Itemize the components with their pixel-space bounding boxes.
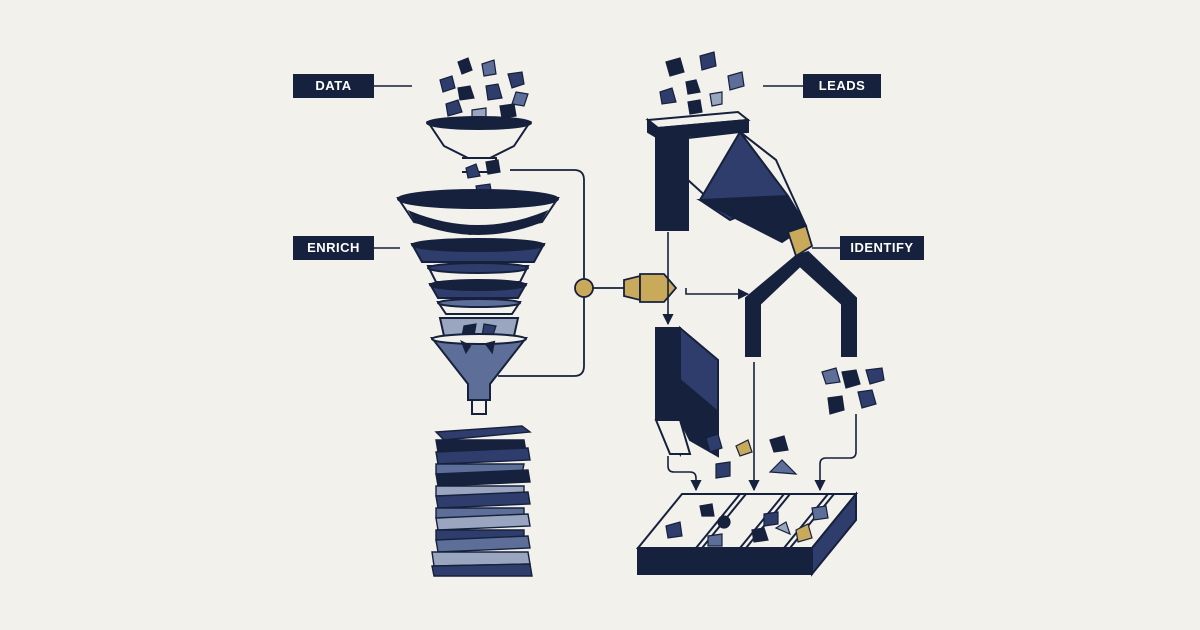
leads-fragments (659, 51, 745, 115)
disc-stack (410, 238, 546, 337)
enrich-label: ENRICH (293, 236, 374, 260)
data-fragments (439, 57, 529, 123)
junction-node (574, 278, 594, 298)
label-leaders (374, 85, 840, 249)
gold-adapter (623, 273, 678, 303)
gold-joint (786, 224, 814, 258)
identified-pieces (705, 367, 885, 479)
prism-shards (654, 325, 719, 458)
layer-stack (431, 425, 533, 577)
funnel-bottom (429, 333, 529, 415)
tray-pieces (665, 503, 829, 547)
y-splitter (745, 250, 857, 357)
data-label: DATA (293, 74, 374, 98)
funnel-top (426, 116, 532, 173)
leads-label: LEADS (803, 74, 881, 98)
identify-label: IDENTIFY (840, 236, 924, 260)
lead-hopper (645, 110, 808, 244)
flow-lines (662, 232, 857, 492)
enrich-loop (498, 169, 585, 377)
funnel-bowl (396, 189, 560, 236)
